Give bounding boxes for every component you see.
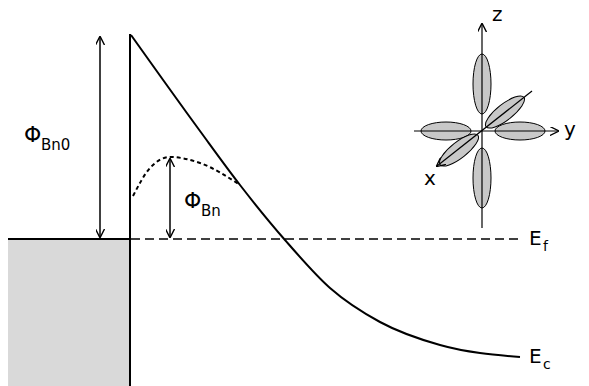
symbol-label: E — [529, 228, 542, 248]
symbol-label: y — [564, 119, 576, 139]
x-axis — [437, 91, 532, 166]
subscript: Bn — [201, 204, 221, 219]
subscript: Bn0 — [41, 138, 70, 153]
metal-region — [8, 239, 130, 386]
symbol-label: z — [492, 4, 503, 24]
barrier-height-arrow — [99, 37, 101, 237]
symbol-label: Φ — [184, 190, 201, 212]
subscript: c — [543, 357, 551, 371]
conduction-band-edge — [131, 35, 520, 357]
symbol-label: E — [529, 346, 542, 366]
interface-line — [129, 34, 131, 386]
fermi-level-line — [131, 238, 522, 240]
metal-fermi-level — [8, 238, 130, 240]
axes-icon — [414, 24, 558, 228]
lowered-barrier-arrow — [169, 159, 171, 237]
symbol-label: x — [424, 168, 436, 188]
y-axis — [414, 130, 558, 131]
subscript: f — [543, 239, 548, 253]
z-axis — [481, 24, 482, 228]
symbol-label: Φ — [24, 124, 41, 146]
